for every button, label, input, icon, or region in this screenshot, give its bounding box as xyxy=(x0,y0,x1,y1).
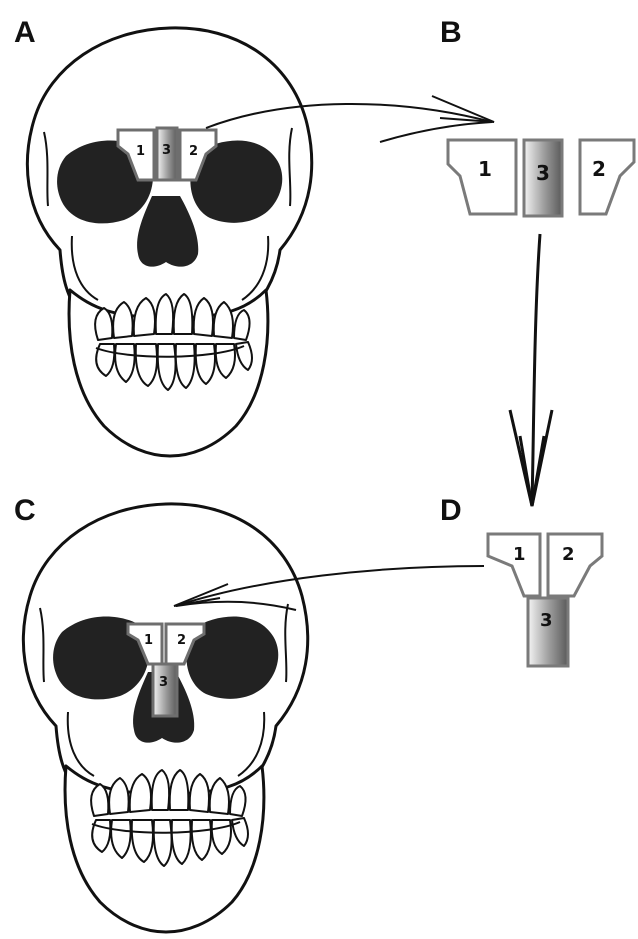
bone-label-left-b: 1 xyxy=(478,157,492,181)
bone-label-left-c: 1 xyxy=(144,633,153,648)
bone-label-right-c: 2 xyxy=(177,633,186,648)
panel-label-a: A xyxy=(14,16,36,49)
bone-label-right-d: 2 xyxy=(562,544,575,565)
panel-label-d: D xyxy=(440,494,462,527)
bone-label-center-b: 3 xyxy=(536,161,550,185)
bone-label-right-a: 2 xyxy=(189,144,198,159)
bone-center-c xyxy=(153,664,177,716)
panel-b: B 1 3 2 xyxy=(440,16,634,506)
bone-center-d xyxy=(528,598,568,666)
panel-label-c: C xyxy=(14,494,36,527)
bone-label-center-a: 3 xyxy=(162,143,171,158)
bone-right-d xyxy=(548,534,602,596)
bone-label-left-a: 1 xyxy=(136,144,145,159)
bone-right-b xyxy=(580,140,634,214)
panel-label-b: B xyxy=(440,16,462,49)
bone-label-center-d: 3 xyxy=(540,610,553,631)
bone-label-right-b: 2 xyxy=(592,157,606,181)
arrow-icon xyxy=(510,234,552,506)
bone-label-center-c: 3 xyxy=(159,675,168,690)
bone-label-left-d: 1 xyxy=(513,544,526,565)
skull-icon xyxy=(27,28,311,456)
panel-a: A 1 3 xyxy=(14,16,494,456)
panel-c: C 1 2 3 xyxy=(14,494,308,932)
skull-icon xyxy=(23,504,307,932)
